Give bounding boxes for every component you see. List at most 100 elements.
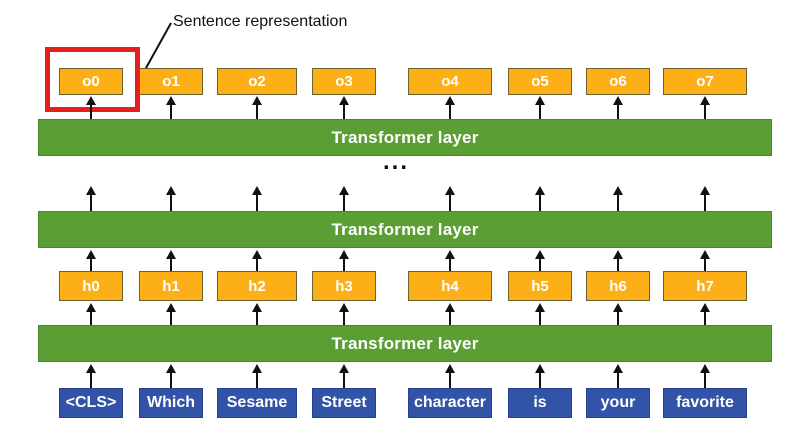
transformer-layer-label: Transformer layer [331,333,479,353]
hidden-box-h7: h7 [663,271,747,301]
arrowhead-icon [445,303,455,312]
up-arrow [445,364,455,388]
up-arrow [339,364,349,388]
arrow-shaft [343,370,345,388]
transformer-layer-label: Transformer layer [331,219,479,239]
arrow-shaft [256,192,258,211]
up-arrow [613,303,623,325]
arrow-shaft [704,256,706,271]
up-arrow [445,303,455,325]
arrowhead-icon [252,364,262,373]
arrow-shaft [90,256,92,271]
arrowhead-icon [445,186,455,195]
up-arrow [252,186,262,211]
token-box-is: is [508,388,572,418]
up-arrow [166,96,176,119]
arrowhead-icon [86,303,96,312]
up-arrow [700,303,710,325]
arrowhead-icon [535,186,545,195]
arrow-shaft [539,370,541,388]
transformer-layer-label: Transformer layer [331,127,479,147]
up-arrow [86,250,96,271]
hidden-box-h4: h4 [408,271,492,301]
up-arrow [86,364,96,388]
arrow-shaft [343,256,345,271]
arrowhead-icon [86,250,96,259]
arrowhead-icon [86,364,96,373]
token-box-cls: <CLS> [59,388,123,418]
arrowhead-icon [700,186,710,195]
arrowhead-icon [252,186,262,195]
arrowhead-icon [339,364,349,373]
up-arrow [700,96,710,119]
arrow-shaft [449,309,451,325]
sentence-representation-highlight-box [45,47,140,112]
arrowhead-icon [535,364,545,373]
arrow-shaft [704,370,706,388]
arrowhead-icon [700,250,710,259]
arrowhead-icon [339,303,349,312]
arrowhead-icon [339,186,349,195]
up-arrow [613,96,623,119]
arrowhead-icon [166,303,176,312]
arrow-shaft [449,256,451,271]
up-arrow [535,303,545,325]
hidden-box-h0: h0 [59,271,123,301]
hidden-box-h2: h2 [217,271,297,301]
arrowhead-icon [700,303,710,312]
up-arrow [613,186,623,211]
arrow-shaft [256,102,258,119]
hidden-box-h6: h6 [586,271,650,301]
output-box-o7: o7 [663,68,747,95]
token-box-which: Which [139,388,203,418]
arrowhead-icon [613,303,623,312]
arrow-shaft [256,309,258,325]
arrow-shaft [539,309,541,325]
arrowhead-icon [700,364,710,373]
token-box-your: your [586,388,650,418]
up-arrow [166,250,176,271]
token-box-sesame: Sesame [217,388,297,418]
arrow-shaft [704,192,706,211]
annotation-label: Sentence representation [173,13,348,30]
up-arrow [86,96,96,119]
arrow-shaft [617,192,619,211]
up-arrow [339,303,349,325]
token-box-street: Street [312,388,376,418]
arrow-shaft [90,102,92,119]
arrow-shaft [449,102,451,119]
up-arrow [166,186,176,211]
transformer-layer-bar-top: Transformer layer [38,119,772,156]
transformer-layer-bar-middle: Transformer layer [38,211,772,248]
up-arrow [535,96,545,119]
arrow-shaft [90,370,92,388]
arrow-shaft [170,102,172,119]
up-arrow [339,250,349,271]
token-box-character: character [408,388,492,418]
arrowhead-icon [339,96,349,105]
up-arrow [445,186,455,211]
arrowhead-icon [166,96,176,105]
arrowhead-icon [252,303,262,312]
up-arrow [166,364,176,388]
arrowhead-icon [535,250,545,259]
arrow-shaft [343,309,345,325]
up-arrow [535,364,545,388]
up-arrow [535,250,545,271]
up-arrow [700,364,710,388]
arrow-shaft [90,192,92,211]
up-arrow [339,186,349,211]
arrowhead-icon [166,186,176,195]
up-arrow [86,186,96,211]
up-arrow [252,250,262,271]
arrow-shaft [704,102,706,119]
hidden-box-h5: h5 [508,271,572,301]
output-box-o0: o0 [59,68,123,95]
arrow-shaft [617,102,619,119]
up-arrow [86,303,96,325]
transformer-layer-bar-bottom: Transformer layer [38,325,772,362]
output-box-o4: o4 [408,68,492,95]
up-arrow [535,186,545,211]
up-arrow [252,303,262,325]
